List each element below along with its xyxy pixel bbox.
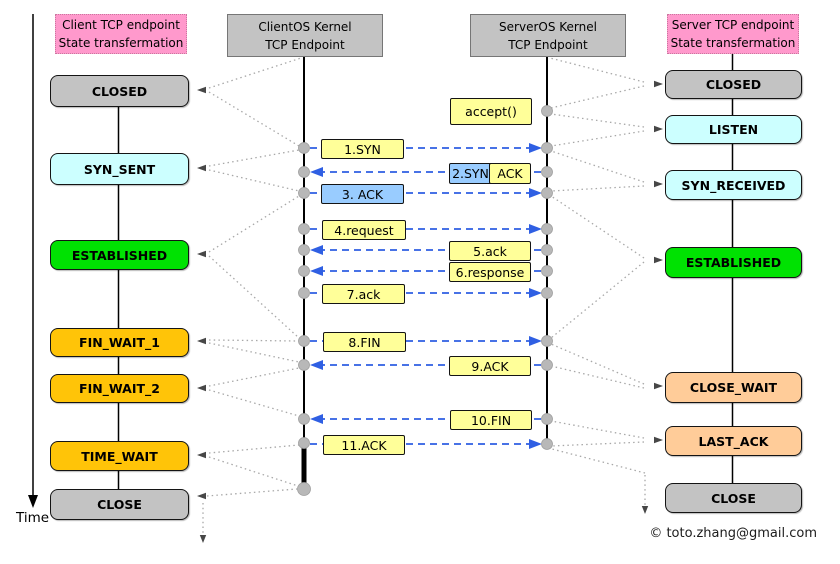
state-client-established: ESTABLISHED bbox=[50, 240, 189, 270]
server-event-dots bbox=[541, 105, 553, 450]
messages-leftward-arrowheads bbox=[310, 167, 323, 424]
copyright-text: © toto.zhang@gmail.com bbox=[649, 526, 817, 541]
server-state-connectors bbox=[549, 57, 646, 509]
message-label-9-ack: 9.ACK bbox=[449, 356, 531, 376]
message-label-1-syn: 1.SYN bbox=[321, 139, 404, 159]
header-line: Server TCP endpoint bbox=[671, 18, 795, 32]
state-client-closed: CLOSED bbox=[50, 75, 189, 107]
state-client-fin-wait-1: FIN_WAIT_1 bbox=[50, 328, 189, 357]
messages-rightward-arrowheads bbox=[529, 143, 542, 449]
state-server-listen: LISTEN bbox=[665, 115, 802, 144]
message-label-2-ack: ACK bbox=[489, 163, 531, 184]
message-label-7-ack: 7.ack bbox=[322, 284, 405, 304]
client-state-connectors bbox=[202, 57, 302, 538]
message-label-11-ack: 11.ACK bbox=[323, 435, 405, 455]
client-lifeline-end-dot bbox=[297, 482, 311, 496]
state-server-close: CLOSE bbox=[665, 483, 802, 513]
state-server-closed: CLOSED bbox=[665, 70, 802, 99]
message-label-5-ack: 5.ack bbox=[449, 241, 531, 261]
header-line: State transfermation bbox=[670, 36, 796, 50]
state-server-syn-received: SYN_RECEIVED bbox=[665, 170, 802, 200]
time-axis-label: Time bbox=[16, 510, 50, 526]
state-client-close: CLOSE bbox=[50, 489, 189, 520]
state-client-time-wait: TIME_WAIT bbox=[50, 441, 189, 471]
state-client-syn-sent: SYN_SENT bbox=[50, 153, 189, 185]
message-label-8-fin: 8.FIN bbox=[323, 332, 406, 352]
client-kernel-header: ClientOS Kernel TCP Endpoint bbox=[227, 14, 383, 57]
header-line: Client TCP endpoint bbox=[62, 18, 180, 32]
client-connector-arrowheads bbox=[197, 86, 207, 543]
server-kernel-header: ServerOS Kernel TCP Endpoint bbox=[470, 14, 626, 57]
message-label-10-fin: 10.FIN bbox=[450, 410, 532, 430]
server-state-column-header: Server TCP endpoint State transfermation bbox=[667, 14, 799, 54]
time-axis-arrow bbox=[28, 14, 38, 508]
header-line: ClientOS Kernel bbox=[258, 19, 352, 34]
state-server-last-ack: LAST_ACK bbox=[665, 426, 802, 456]
client-event-dots bbox=[298, 142, 310, 449]
header-line: ServerOS Kernel bbox=[499, 19, 597, 34]
state-client-fin-wait-2: FIN_WAIT_2 bbox=[50, 374, 189, 403]
state-server-close-wait: CLOSE_WAIT bbox=[665, 372, 802, 403]
message-label-6-response: 6.response bbox=[449, 262, 531, 282]
accept-call-label: accept() bbox=[450, 98, 532, 125]
header-line: TCP Endpoint bbox=[508, 37, 588, 52]
header-line: State transfermation bbox=[58, 36, 184, 50]
server-connector-arrowheads bbox=[641, 80, 663, 514]
message-label-3-ack: 3. ACK bbox=[321, 184, 404, 204]
message-label-2-syn: 2.SYN bbox=[449, 163, 492, 184]
state-server-established: ESTABLISHED bbox=[665, 247, 802, 278]
client-state-column-header: Client TCP endpoint State transfermation bbox=[55, 14, 187, 54]
header-line: TCP Endpoint bbox=[265, 37, 345, 52]
message-label-4-request: 4.request bbox=[322, 220, 406, 240]
